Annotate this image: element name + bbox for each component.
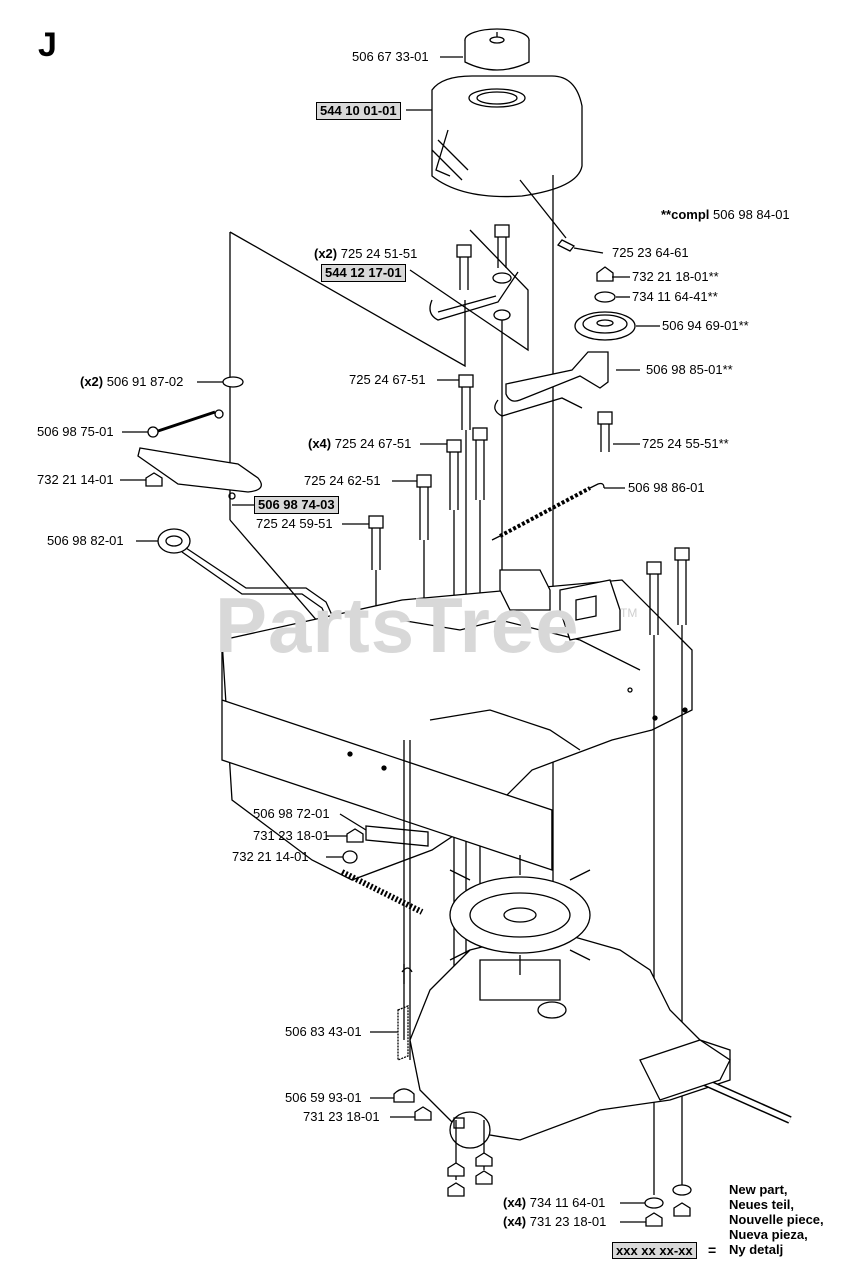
label-link-506-59-93-01[interactable]: 506 59 93-01 bbox=[285, 1090, 362, 1105]
idler-components bbox=[494, 266, 660, 452]
transmission-drawing bbox=[409, 855, 792, 1197]
section-letter: J bbox=[38, 26, 57, 64]
label-lever[interactable]: 506 98 74-03 bbox=[254, 496, 339, 514]
label-nut-731-23-18-01-a[interactable]: 731 23 18-01 bbox=[253, 828, 330, 843]
compl-note: **compl 506 98 84-01 bbox=[661, 207, 790, 222]
label-fuel-tank[interactable]: 544 10 01-01 bbox=[316, 102, 401, 120]
fuel-tank-drawing bbox=[431, 75, 583, 198]
label-tank-screw[interactable]: 725 23 64-61 bbox=[612, 245, 689, 260]
label-bolt-725-24-67-51-b[interactable]: (x4) 725 24 67-51 bbox=[308, 436, 412, 451]
legend-code-box: xxx xx xx-xx bbox=[612, 1242, 697, 1259]
watermark-trademark: TM bbox=[620, 606, 638, 620]
label-spring-506-83-43-01[interactable]: 506 83 43-01 bbox=[285, 1024, 362, 1039]
lower-left-components bbox=[326, 740, 432, 1121]
label-plate-506-98-72-01[interactable]: 506 98 72-01 bbox=[253, 806, 330, 821]
label-bolt-725-24-51-51[interactable]: (x2) 725 24 51-51 bbox=[314, 246, 418, 261]
label-bracket[interactable]: 544 12 17-01 bbox=[321, 264, 406, 282]
label-nut-731-23-18-01-c[interactable]: (x4) 731 23 18-01 bbox=[503, 1214, 607, 1229]
label-fuel-cap[interactable]: 506 67 33-01 bbox=[352, 49, 429, 64]
legend-line: Ny detalj bbox=[729, 1242, 784, 1257]
label-idler-arm[interactable]: 506 98 85-01** bbox=[646, 362, 733, 377]
legend-line: Nouvelle piece, bbox=[729, 1212, 824, 1227]
legend-line: Nueva pieza, bbox=[729, 1227, 808, 1242]
left-components bbox=[120, 376, 262, 506]
legend-equals: = bbox=[708, 1242, 717, 1258]
legend: New part, Neues teil, Nouvelle piece, Nu… bbox=[729, 1182, 824, 1257]
label-washer-506-91-87-02[interactable]: (x2) 506 91 87-02 bbox=[80, 374, 184, 389]
label-bolt-725-24-62-51[interactable]: 725 24 62-51 bbox=[304, 473, 381, 488]
tension-spring-drawing bbox=[491, 482, 625, 541]
label-bolt-725-24-59-51[interactable]: 725 24 59-51 bbox=[256, 516, 333, 531]
label-bolt-725-24-55-51[interactable]: 725 24 55-51** bbox=[642, 436, 729, 451]
label-washer-734-11-64-41[interactable]: 734 11 64-41** bbox=[632, 289, 718, 304]
watermark: PartsTree bbox=[215, 581, 580, 669]
label-bolt-725-24-67-51-a[interactable]: 725 24 67-51 bbox=[349, 372, 426, 387]
label-nut-732-21-14-01-b[interactable]: 732 21 14-01 bbox=[232, 849, 309, 864]
label-rod-end[interactable]: 506 98 75-01 bbox=[37, 424, 114, 439]
label-handle-rod[interactable]: 506 98 82-01 bbox=[47, 533, 124, 548]
label-spring-506-98-86-01[interactable]: 506 98 86-01 bbox=[628, 480, 705, 495]
label-pulley[interactable]: 506 94 69-01** bbox=[662, 318, 749, 333]
label-nut-732-21-18-01[interactable]: 732 21 18-01** bbox=[632, 269, 719, 284]
label-nut-732-21-14-01-a[interactable]: 732 21 14-01 bbox=[37, 472, 114, 487]
label-nut-731-23-18-01-b[interactable]: 731 23 18-01 bbox=[303, 1109, 380, 1124]
frame-drawing bbox=[221, 569, 693, 881]
label-washer-734-11-64-01[interactable]: (x4) 734 11 64-01 bbox=[503, 1195, 606, 1210]
fuel-cap-drawing bbox=[464, 28, 530, 71]
legend-line: New part, bbox=[729, 1182, 788, 1197]
legend-line: Neues teil, bbox=[729, 1197, 795, 1212]
